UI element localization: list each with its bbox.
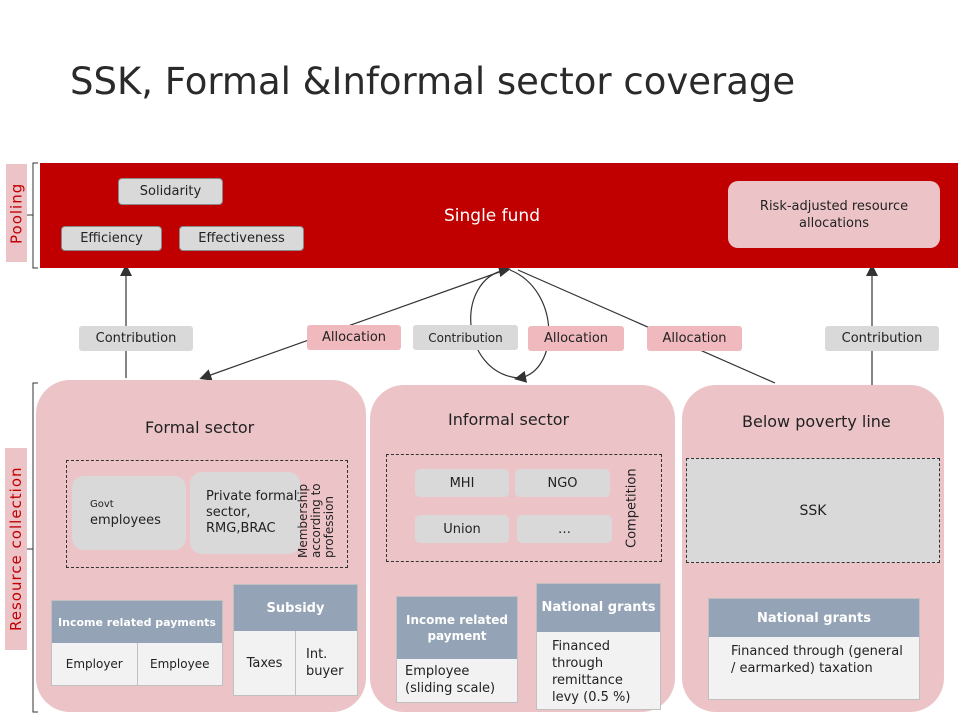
govt-employees-box: Govt employees — [72, 476, 186, 550]
poverty-grants-body: Financed through (general / earmarked) t… — [731, 644, 903, 676]
contribution-tag-mid: Contribution — [413, 325, 518, 350]
competition-label: Competition — [624, 468, 640, 548]
formal-dashed-group — [66, 460, 348, 568]
efficiency-box: Efficiency — [61, 226, 162, 251]
formal-sector-title: Formal sector — [145, 418, 255, 437]
union-box: Union — [415, 515, 509, 543]
private-sector-label: Private formal sector, RMG,BRAC — [206, 489, 298, 536]
poverty-title: Below poverty line — [742, 412, 891, 431]
ngo-box: NGO — [515, 469, 610, 497]
informal-sector-title: Informal sector — [448, 410, 570, 429]
allocation-tag-right: Allocation — [647, 326, 742, 351]
govt-label: Govt — [90, 498, 114, 510]
page-title: SSK, Formal &Informal sector coverage — [70, 60, 796, 103]
informal-grants-head: National grants — [537, 584, 660, 632]
allocation-tag-left: Allocation — [307, 325, 401, 350]
informal-income-head: Income related payment — [397, 597, 517, 659]
income-payments-head: Income related payments — [52, 601, 222, 643]
subsidy-head: Subsidy — [234, 585, 357, 631]
contribution-tag-left: Contribution — [79, 326, 193, 351]
private-sector-box: Private formal sector, RMG,BRAC — [190, 472, 300, 554]
risk-adjusted-box: Risk-adjusted resource allocations — [728, 181, 940, 248]
pooling-label: Pooling — [6, 164, 27, 262]
employer-cell: Employer — [52, 643, 138, 685]
ellipsis-box: … — [517, 515, 612, 543]
informal-income-table: Income related payment Employee (sliding… — [396, 596, 518, 703]
int-buyer-cell: Int. buyer — [306, 647, 344, 679]
poverty-grants-head: National grants — [709, 599, 919, 637]
income-payments-table: Income related payments Employer Employe… — [51, 600, 223, 686]
effectiveness-box: Effectiveness — [179, 226, 304, 251]
single-fund-label: Single fund — [444, 206, 540, 226]
resource-collection-label: Resource collection — [5, 448, 27, 650]
informal-dashed-group — [386, 454, 662, 562]
poverty-grants-table: National grants Financed through (genera… — [708, 598, 920, 700]
ssk-box: SSK — [686, 458, 940, 563]
membership-label: Membership according to profession — [296, 483, 336, 558]
subsidy-table: Subsidy Taxes Int. buyer — [233, 584, 358, 696]
allocation-tag-mid: Allocation — [528, 326, 624, 351]
mhi-box: MHI — [415, 469, 509, 497]
employee-cell: Employee — [150, 657, 210, 671]
informal-grants-body: Financed through remittance levy (0.5 %) — [552, 639, 631, 705]
informal-income-body: Employee (sliding scale) — [405, 664, 496, 696]
taxes-cell: Taxes — [234, 631, 296, 695]
informal-grants-table: National grants Financed through remitta… — [536, 583, 661, 710]
solidarity-box: Solidarity — [118, 178, 223, 205]
contribution-tag-right: Contribution — [825, 326, 939, 351]
employees-label: employees — [90, 512, 161, 528]
